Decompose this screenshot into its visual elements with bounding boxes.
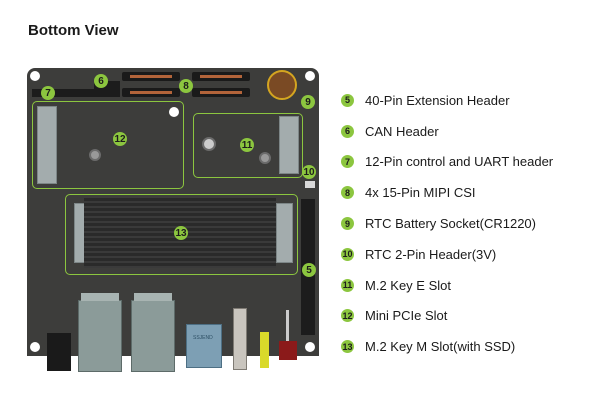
legend-item: 8 4x 15-Pin MIPI CSI [341,177,553,208]
red-switch [279,341,297,360]
callout-6: 6 [94,74,108,88]
legend-label: CAN Header [365,123,439,139]
callout-7: 7 [41,86,55,100]
legend-label: M.2 Key M Slot(with SSD) [365,339,516,355]
legend-number-badge: 12 [341,309,354,323]
legend-label: Mini PCIe Slot [365,308,448,324]
standoff-hole [169,107,179,117]
m2-key-e-connector [279,116,299,174]
usb-label: SSJEND [193,335,213,341]
legend-item: 10 RTC 2-Pin Header(3V) [341,239,553,270]
callout-5: 5 [302,263,316,277]
mipi-csi-connector [192,88,250,97]
legend-number-badge: 6 [341,124,354,138]
mipi-csi-connector [122,72,180,81]
page-title: Bottom View [28,22,119,39]
m2-key-e-slot-zone: 11 [193,113,303,178]
legend-number-badge: 11 [341,278,354,292]
legend-label: 4x 15-Pin MIPI CSI [365,185,476,201]
m2-key-m-connector [276,203,293,263]
dc-jack [47,333,71,371]
legend-item: 11 M.2 Key E Slot [341,270,553,301]
legend-label: 40-Pin Extension Header [365,92,510,108]
screw [259,152,271,164]
legend-number-badge: 9 [341,217,354,231]
callout-9: 9 [301,95,315,109]
m2-key-m-slot-zone: 13 [65,194,298,275]
rtc-2-pin-header [305,181,315,188]
switch-stem [286,310,289,341]
legend-label: 12-Pin control and UART header [365,154,554,170]
12-pin-control-uart-header [32,89,94,97]
screw [89,149,101,161]
legend-number-badge: 8 [341,186,354,200]
yellow-pin [260,332,269,368]
legend-label: M.2 Key E Slot [365,277,451,293]
legend-number-badge: 5 [341,93,354,107]
legend-item: 6 CAN Header [341,116,553,147]
callout-10: 10 [302,165,316,179]
mipi-csi-connector [192,72,250,81]
mounting-hole [30,71,40,81]
mounting-hole [305,342,315,352]
mounting-hole [305,71,315,81]
legend-number-badge: 7 [341,155,354,169]
mounting-hole [30,342,40,352]
legend-item: 7 12-Pin control and UART header [341,147,553,178]
callout-12: 12 [113,132,127,146]
callout-8: 8 [179,79,193,93]
ethernet-port [131,293,175,372]
legend-label: RTC Battery Socket(CR1220) [365,216,536,232]
rtc-battery-socket [267,70,297,100]
mini-pcie-connector [37,106,57,184]
legend-item: 9 RTC Battery Socket(CR1220) [341,208,553,239]
callout-11: 11 [240,138,254,152]
mini-pcie-slot-zone: 12 [32,101,184,189]
legend-item: 13 M.2 Key M Slot(with SSD) [341,331,553,362]
legend: 5 40-Pin Extension Header 6 CAN Header 7 12… [341,85,553,362]
screw [202,137,216,151]
ethernet-port [78,293,122,372]
legend-label: RTC 2-Pin Header(3V) [365,246,497,262]
legend-number-badge: 13 [341,340,354,354]
usb-port: SSJEND [186,324,222,368]
mipi-csi-connector [122,88,180,97]
legend-number-badge: 10 [341,247,354,261]
legend-item: 12 Mini PCIe Slot [341,301,553,332]
callout-13: 13 [174,226,188,240]
legend-item: 5 40-Pin Extension Header [341,85,553,116]
antenna-connector [233,308,247,370]
